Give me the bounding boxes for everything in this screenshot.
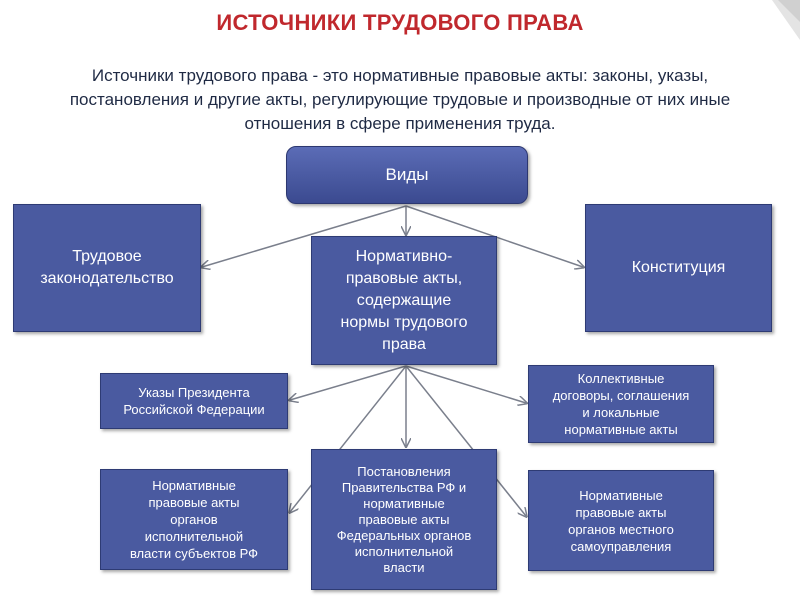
node-constitution: Конституция bbox=[585, 204, 772, 332]
node-collective-agreements: Коллективные договоры, соглашения и лока… bbox=[528, 365, 714, 443]
arrow-center-to-collective bbox=[405, 365, 526, 403]
intro-text: Источники трудового права - это норматив… bbox=[69, 66, 731, 133]
arrow-center-to-decrees bbox=[290, 365, 407, 400]
node-regional-acts: Нормативные правовые акты органов исполн… bbox=[100, 469, 288, 570]
arrow-root-to-left bbox=[202, 205, 407, 267]
node-presidential-decrees: Указы Президента Российской Федерации bbox=[100, 373, 288, 429]
node-municipal-acts: Нормативные правовые акты органов местно… bbox=[528, 470, 714, 571]
node-labor-legislation: Трудовое законодательство bbox=[13, 204, 201, 332]
arrow-center-to-municipal bbox=[405, 365, 526, 516]
node-normative-acts: Нормативно- правовые акты, содержащие но… bbox=[311, 236, 497, 365]
node-government-resolutions: Постановления Правительства РФ и нормати… bbox=[311, 449, 497, 590]
page-title: ИСТОЧНИКИ ТРУДОВОГО ПРАВА bbox=[216, 10, 584, 35]
root-node-types: Виды bbox=[286, 146, 528, 204]
decorative-corner-stripe bbox=[772, 0, 800, 40]
arrow-center-to-regional bbox=[290, 365, 407, 512]
